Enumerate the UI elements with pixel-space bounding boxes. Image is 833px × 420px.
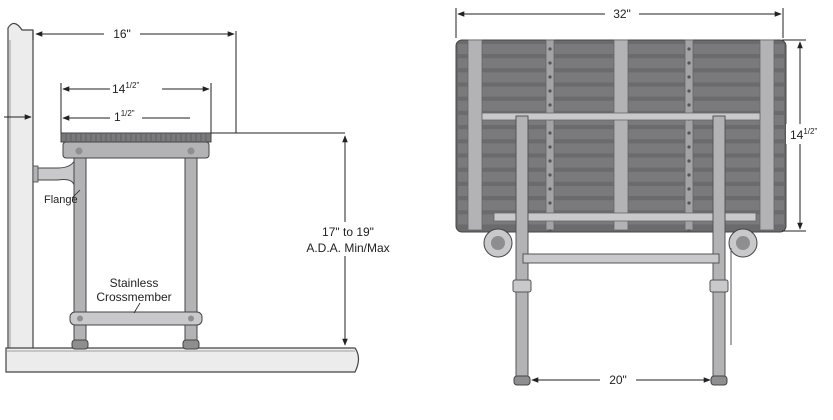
floor	[5, 347, 360, 373]
dim-20-label: 20"	[609, 373, 627, 387]
dim-14-half-label: 141/2"	[112, 81, 139, 96]
seat-frame-side	[62, 141, 210, 159]
front-leg-left	[515, 115, 529, 379]
height-label-line2: A.D.A. Min/Max	[306, 241, 389, 255]
side-view: 16" 141/2" 11/2" 17" to 19" A.D.A. Min/M…	[4, 22, 400, 373]
strap-5	[759, 39, 775, 231]
dim-1-half-label: 11/2"	[114, 109, 135, 124]
crossmember-side	[69, 311, 203, 326]
front-leg-right	[712, 115, 726, 379]
flange-label: Flange	[44, 194, 78, 206]
frame-top-bar	[481, 112, 761, 121]
frame-bottom-bar	[493, 212, 757, 222]
wall	[7, 22, 34, 351]
dim-front-depth-label: 141/2"	[790, 127, 817, 142]
strap-3	[613, 39, 629, 231]
crossmember-label-line1: Stainless	[110, 276, 159, 290]
strap-1	[467, 39, 483, 231]
height-label-line1: 17" to 19"	[322, 225, 374, 239]
front-view: 32" 141/2" 20"	[455, 6, 830, 387]
crossmember-front	[522, 253, 720, 264]
dim-32-label: 32"	[613, 7, 631, 21]
crossmember-label-line2: Crossmember	[96, 290, 171, 304]
dim-16-label: 16"	[113, 27, 131, 41]
